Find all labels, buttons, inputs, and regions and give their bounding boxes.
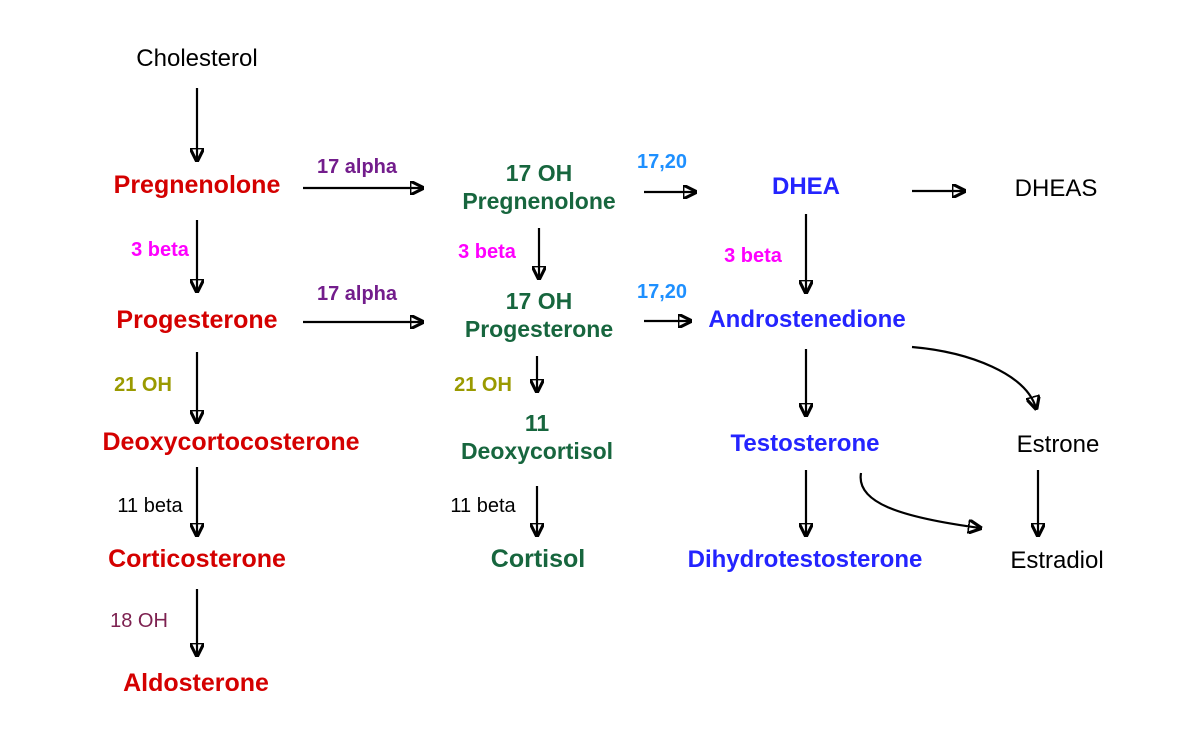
enzyme-17-alpha-top: 17 alpha: [316, 156, 398, 178]
enzyme-3-beta-left: 3 beta: [131, 239, 189, 261]
enzyme-21-oh-left: 21 OH: [114, 374, 172, 396]
enzyme-17-20-top: 17,20: [636, 151, 688, 173]
node-aldosterone: Aldosterone: [123, 669, 269, 697]
node-17oh-pregnenolone-line2: Pregnenolone: [462, 188, 616, 214]
enzyme-11-beta-left: 11 beta: [117, 495, 183, 517]
node-17oh-progesterone-line1: 17 OH: [505, 288, 573, 314]
enzyme-3-beta-right: 3 beta: [724, 245, 782, 267]
node-corticosterone: Corticosterone: [108, 545, 286, 573]
enzyme-18-oh: 18 OH: [110, 610, 168, 632]
node-17oh-progesterone-line2: Progesterone: [464, 316, 614, 342]
arrow-testosterone-to-estradiol: [859, 472, 980, 528]
node-estradiol: Estradiol: [1010, 547, 1104, 574]
node-pregnenolone: Pregnenolone: [113, 171, 281, 199]
node-estrone: Estrone: [1016, 431, 1100, 458]
node-cholesterol: Cholesterol: [136, 45, 258, 72]
node-17oh-pregnenolone: 17 OH Pregnenolone: [462, 159, 615, 215]
node-androstenedione: Androstenedione: [708, 306, 906, 333]
node-testosterone: Testosterone: [730, 430, 880, 457]
node-progesterone: Progesterone: [116, 306, 278, 334]
node-11-deoxycortisol-line2: Deoxycortisol: [460, 438, 614, 464]
node-17oh-pregnenolone-line1: 17 OH: [505, 160, 573, 186]
node-dihydrotestosterone: Dihydrotestosterone: [687, 546, 923, 573]
enzyme-21-oh-mid: 21 OH: [454, 374, 512, 396]
node-11-deoxycortisol: 11 Deoxycortisol: [461, 409, 613, 465]
node-17oh-progesterone: 17 OH Progesterone: [465, 287, 613, 343]
enzyme-11-beta-mid: 11 beta: [450, 495, 516, 517]
arrow-androstenedione-to-estrone: [911, 345, 1036, 408]
enzyme-3-beta-mid: 3 beta: [458, 241, 516, 263]
node-cortisol: Cortisol: [490, 545, 586, 573]
node-dhea: DHEA: [771, 173, 841, 200]
node-11-deoxycortisol-line1: 11: [524, 410, 550, 436]
node-deoxycortocosterone: Deoxycortocosterone: [102, 428, 360, 456]
enzyme-17-alpha-mid: 17 alpha: [316, 283, 398, 305]
enzyme-17-20-mid: 17,20: [636, 281, 688, 303]
node-dheas: DHEAS: [1014, 175, 1098, 202]
